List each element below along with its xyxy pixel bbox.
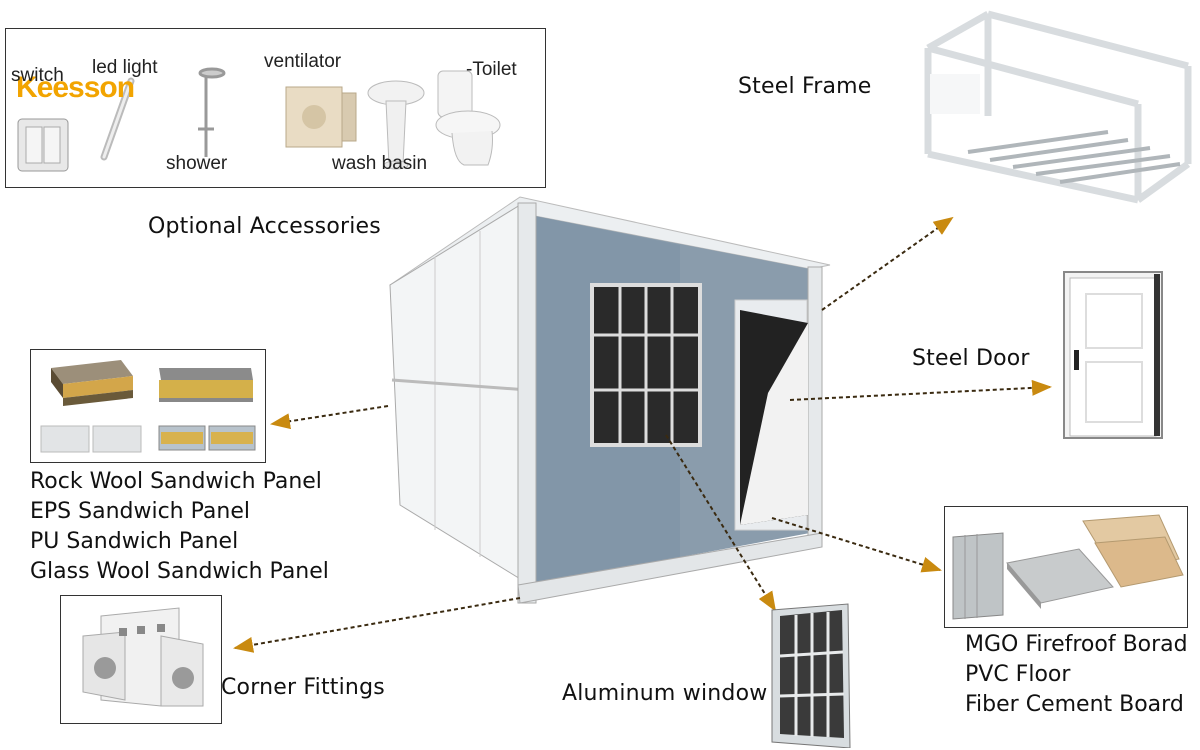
rock-wool-panel-sample <box>51 360 133 406</box>
eps-panel-sample <box>40 425 142 453</box>
arrow-steel-door <box>789 379 1052 401</box>
accessory-label-toilet: -Toilet <box>466 59 517 80</box>
fiber-cement-board-sample <box>1006 548 1114 609</box>
mgo-board-sample <box>952 532 1004 620</box>
led-light-icon <box>100 77 135 161</box>
ventilator-icon <box>285 86 357 148</box>
steel-door-image <box>1063 271 1163 439</box>
switch-icon <box>17 118 69 172</box>
sandwich-panel-list: Rock Wool Sandwich Panel EPS Sandwich Pa… <box>30 467 329 587</box>
steel-frame-image <box>924 10 1192 204</box>
accessory-label-switch: switch <box>11 65 64 86</box>
boards-image <box>944 506 1188 628</box>
accessories-illustrations <box>17 67 501 172</box>
panel-item-glass-wool: Glass Wool Sandwich Panel <box>30 559 329 584</box>
optional-accessories-title: Optional Accessories <box>148 214 381 239</box>
panel-item-eps: EPS Sandwich Panel <box>30 499 250 524</box>
corner-fittings-label: Corner Fittings <box>221 675 385 700</box>
glass-wool-panel-sample <box>159 368 253 402</box>
pu-panel-sample <box>158 425 256 451</box>
board-item-fiber-cement: Fiber Cement Board <box>965 692 1184 717</box>
panel-item-pu: PU Sandwich Panel <box>30 529 239 554</box>
accessory-label-led-light: led light <box>92 57 158 78</box>
accessory-label-shower: shower <box>166 153 228 174</box>
container-house-illustration <box>389 196 831 604</box>
brand-logo: Keesson <box>16 71 135 104</box>
door-opening <box>734 299 808 531</box>
arrow-panels <box>270 405 389 430</box>
accessory-label-ventilator: ventilator <box>264 51 342 72</box>
board-item-mgo: MGO Firefroof Borad <box>965 632 1188 657</box>
aluminum-window-label: Aluminum window <box>562 681 768 706</box>
arrow-corner-fittings <box>233 597 521 653</box>
board-item-pvc: PVC Floor <box>965 662 1071 687</box>
toilet-icon <box>435 70 501 166</box>
pvc-floor-sample <box>1082 514 1184 588</box>
wash-basin-icon <box>367 80 425 170</box>
arrow-steel-frame <box>821 216 954 311</box>
board-list: MGO Firefroof Borad PVC Floor Fiber Ceme… <box>965 630 1188 720</box>
steel-frame-label: Steel Frame <box>738 74 872 99</box>
arrow-window <box>665 434 777 612</box>
shower-icon <box>198 67 226 157</box>
arrow-boards <box>771 517 942 573</box>
accessories-panel: Keesson switch led light shower ventilat… <box>5 28 546 188</box>
panel-item-rock-wool: Rock Wool Sandwich Panel <box>30 469 322 494</box>
accessory-label-wash-basin: wash basin <box>332 153 428 174</box>
aluminum-window-image <box>771 603 851 748</box>
steel-door-label: Steel Door <box>912 346 1030 371</box>
corner-fittings-image <box>60 595 222 724</box>
sandwich-panels-image <box>30 349 266 463</box>
window-grille <box>590 283 702 447</box>
